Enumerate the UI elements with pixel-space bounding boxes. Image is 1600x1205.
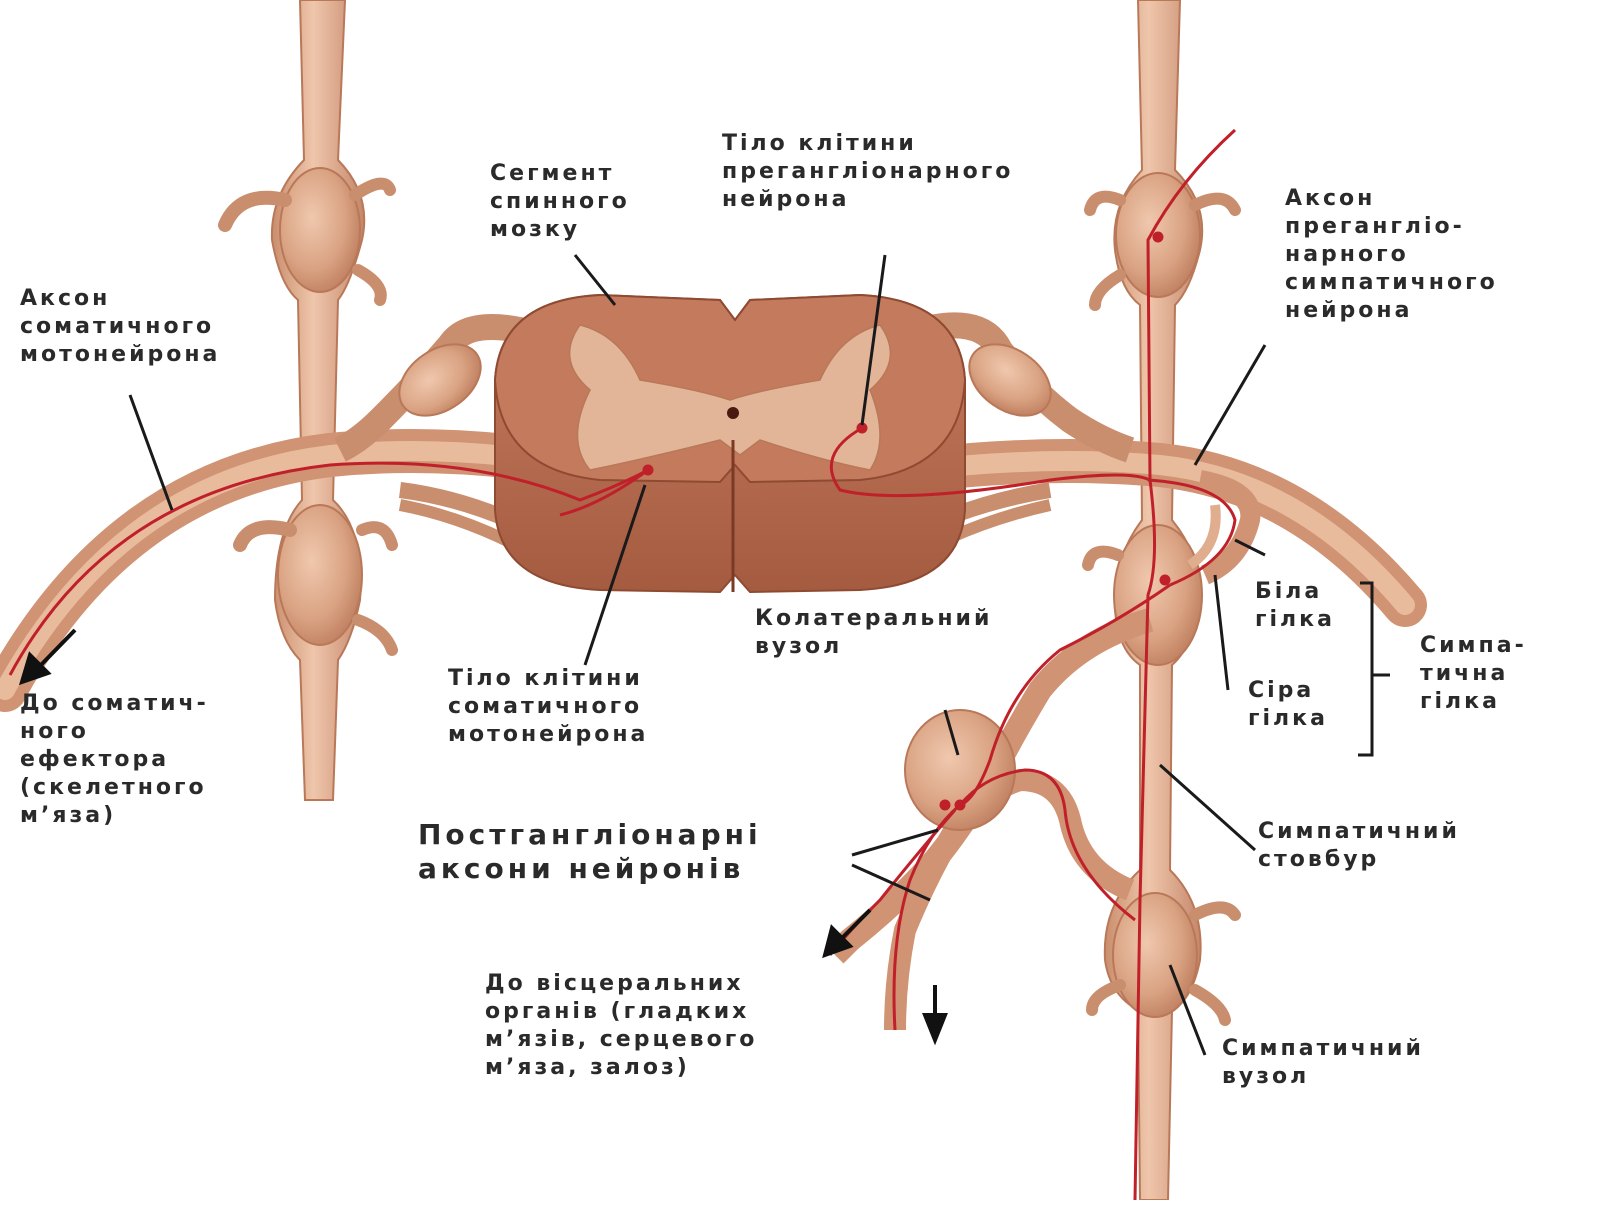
leader-lines bbox=[128, 254, 1390, 1056]
left-upper-ganglion bbox=[279, 167, 361, 293]
to-somatic-effector-label: До соматич- ного ефектора (скелетного м’… bbox=[20, 691, 209, 828]
spinal-nerves bbox=[0, 312, 1427, 712]
somatic-motor-axon bbox=[8, 461, 649, 676]
left-somatic-trunk bbox=[218, 0, 398, 801]
right-dorsal-root-ganglion bbox=[968, 343, 1052, 417]
sympathetic-ramus-label: Симпа- тична гілка bbox=[1420, 633, 1527, 714]
spinal-cord-segment bbox=[493, 293, 967, 594]
direction-arrows bbox=[18, 628, 948, 1046]
somatic-cell-body-label: Тіло клітини соматичного мотонейрона bbox=[448, 666, 649, 747]
sympathetic-ganglion-shape bbox=[1112, 892, 1198, 1018]
pregang-cell-body-label: Тіло клітини преганглiонарного нейрона bbox=[722, 131, 1014, 212]
right-sympathetic-trunk bbox=[1082, 0, 1241, 1201]
left-lower-ganglion bbox=[277, 504, 363, 646]
sympathetic-ganglion-label: Симпатичний вузол bbox=[1222, 1036, 1424, 1089]
sympathetic-trunk-label: Симпатичний стовбур bbox=[1258, 819, 1460, 872]
collateral-ganglion-label: Колатеральний вузол bbox=[755, 606, 993, 659]
to-visceral-organs-label: До вісцеральних органів (гладких м’язів,… bbox=[485, 971, 758, 1080]
gray-ramus-label: Сіра гілка bbox=[1248, 678, 1328, 731]
pregang-axon-label: Аксон преганглiо- нарного симпатичного н… bbox=[1285, 186, 1498, 323]
somatic-axon-label: Аксон соматичного мотонейрона bbox=[20, 286, 221, 367]
postgang-axons-label: Постгангліонарні аксони нейронів bbox=[418, 818, 762, 885]
white-ramus-label: Біла гілка bbox=[1255, 579, 1335, 632]
segment-label: Сегмент спинного мозку bbox=[490, 161, 630, 242]
preganglionic-axon bbox=[829, 426, 1151, 498]
collateral-ganglion-shape bbox=[904, 709, 1016, 831]
left-dorsal-root-ganglion bbox=[398, 343, 482, 417]
